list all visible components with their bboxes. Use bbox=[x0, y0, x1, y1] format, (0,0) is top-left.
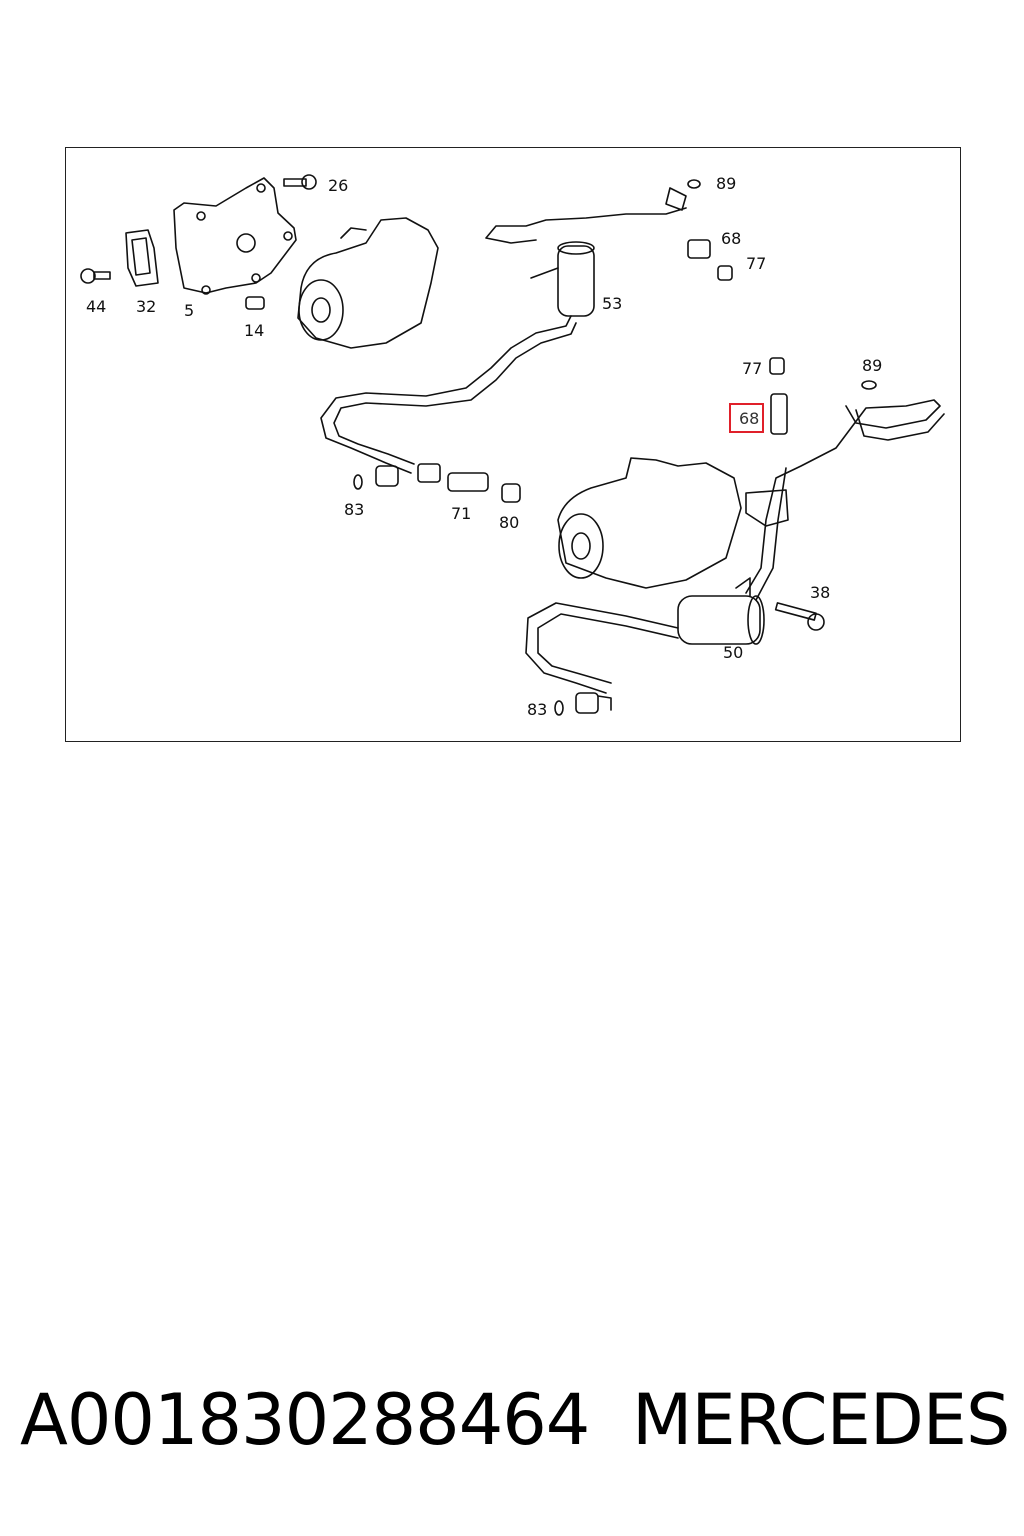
parts-diagram: 26 89 68 77 44 32 5 14 53 77 89 68 83 71… bbox=[65, 147, 961, 742]
gasket-32 bbox=[125, 229, 159, 287]
callout-53[interactable]: 53 bbox=[602, 294, 623, 313]
callout-83-bottom[interactable]: 83 bbox=[527, 700, 548, 719]
pipe-lower-left bbox=[525, 602, 679, 694]
pipe-lower-left-b bbox=[537, 613, 679, 684]
bolt-38 bbox=[774, 602, 825, 631]
pipe-bracket bbox=[745, 489, 789, 527]
pipe-lower-right-b bbox=[755, 409, 945, 601]
bolt-26 bbox=[283, 174, 317, 190]
callout-71[interactable]: 71 bbox=[451, 504, 472, 523]
fitting-group-top bbox=[665, 179, 733, 281]
pipe-upper-2 bbox=[320, 315, 572, 474]
callout-50[interactable]: 50 bbox=[723, 643, 744, 662]
callout-14[interactable]: 14 bbox=[244, 321, 265, 340]
callout-89-mid[interactable]: 89 bbox=[862, 356, 883, 375]
receiver-drier-53 bbox=[530, 241, 595, 317]
receiver-drier-50 bbox=[677, 577, 765, 645]
fitting-group-left bbox=[353, 463, 521, 503]
pipe-upper bbox=[485, 207, 687, 244]
bracket-5 bbox=[173, 177, 297, 295]
callout-89-top[interactable]: 89 bbox=[716, 174, 737, 193]
callout-32[interactable]: 32 bbox=[136, 297, 157, 316]
callout-83-left[interactable]: 83 bbox=[344, 500, 365, 519]
parts-drawing bbox=[80, 174, 945, 716]
callout-26[interactable]: 26 bbox=[328, 176, 349, 195]
bolt-44 bbox=[80, 268, 111, 284]
pipe-lower-right bbox=[745, 399, 941, 594]
pipe-upper-2b bbox=[333, 322, 577, 465]
callout-68-highlighted[interactable]: 68 bbox=[729, 403, 765, 433]
callout-80[interactable]: 80 bbox=[499, 513, 520, 532]
bushing-14 bbox=[245, 296, 265, 310]
callout-5[interactable]: 5 bbox=[184, 301, 195, 320]
callout-77-mid[interactable]: 77 bbox=[742, 359, 763, 378]
brand-name: MERCEDES bbox=[632, 1379, 1010, 1461]
callout-77-top[interactable]: 77 bbox=[746, 254, 767, 273]
fitting-group-mid bbox=[769, 357, 877, 435]
part-number: A001830288464 bbox=[20, 1379, 590, 1461]
callout-38[interactable]: 38 bbox=[810, 583, 831, 602]
callout-44[interactable]: 44 bbox=[86, 297, 107, 316]
compressor-top bbox=[297, 217, 439, 349]
fitting-bottom bbox=[554, 692, 612, 716]
callout-68-top[interactable]: 68 bbox=[721, 229, 742, 248]
compressor-bottom bbox=[557, 457, 742, 589]
